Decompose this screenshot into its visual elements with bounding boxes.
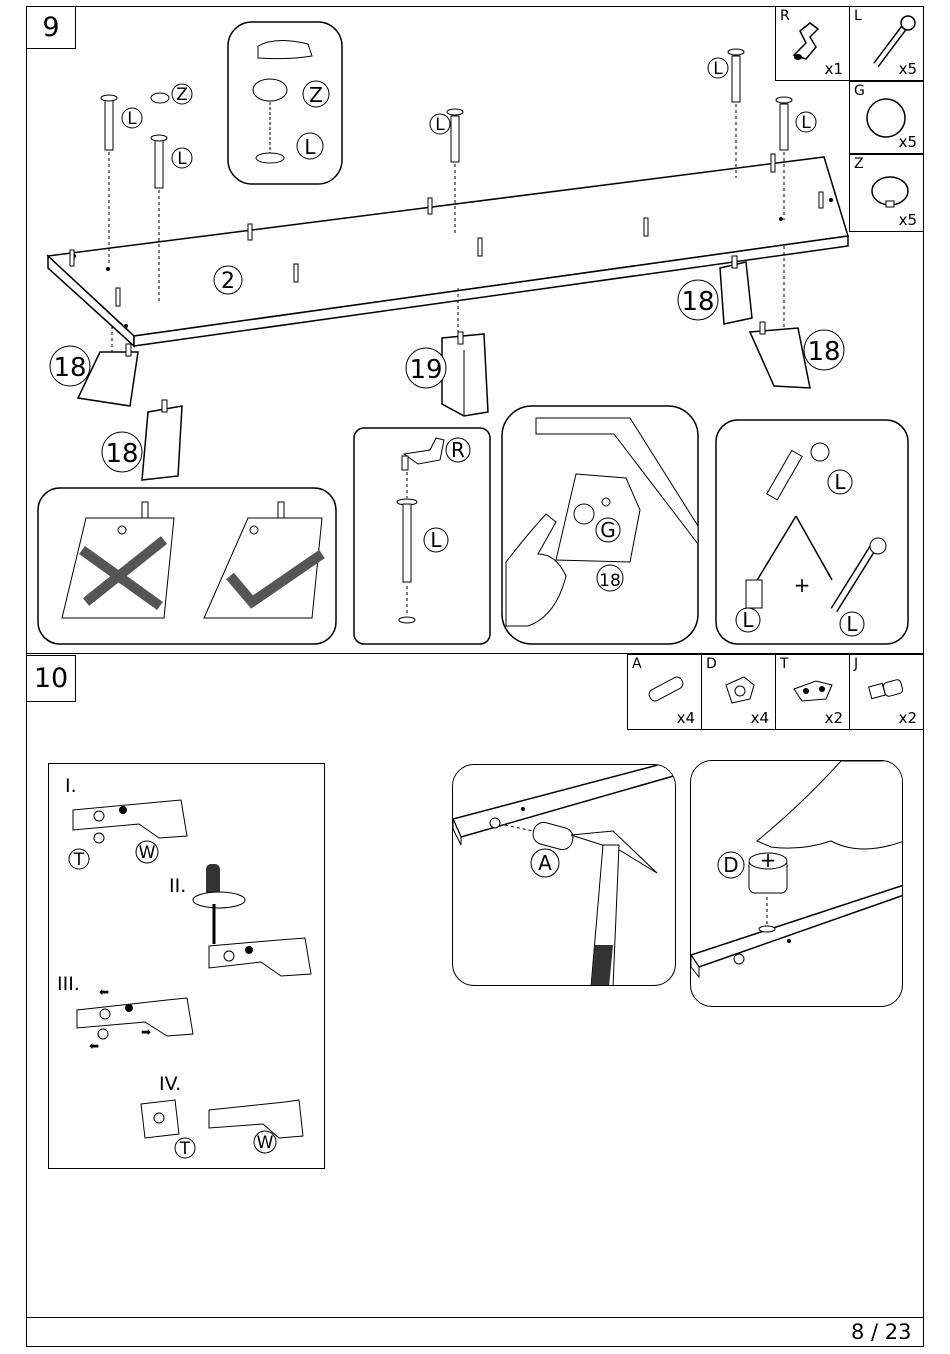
svg-text:L: L — [742, 608, 754, 632]
svg-text:L: L — [430, 528, 442, 552]
label-leg-18-a: 18 — [53, 353, 86, 383]
label-l-1: L — [127, 109, 137, 129]
step-9-illustration: L Z L L L L 2 18 18 19 18 18 Z L — [26, 6, 924, 646]
svg-text:L: L — [834, 470, 846, 494]
dowel-icon — [531, 820, 575, 852]
part-box-a: A x4 — [627, 654, 702, 730]
leg-19-middle — [442, 288, 488, 416]
label-l-3: L — [435, 115, 445, 135]
svg-text:⬅: ⬅ — [99, 985, 109, 999]
svg-text:18: 18 — [599, 571, 621, 591]
detail-cap-bubble: Z L — [228, 22, 342, 184]
label-l-5: L — [801, 113, 811, 133]
svg-text:T: T — [73, 850, 85, 870]
svg-text:G: G — [600, 518, 616, 542]
cam-lock-panel: + D — [690, 760, 903, 1007]
step-10-number: 10 — [26, 655, 76, 702]
svg-text:W: W — [139, 843, 156, 863]
svg-text:D: D — [723, 853, 738, 877]
cover-cap-panel: G 18 — [502, 406, 698, 644]
label-z-1: Z — [176, 85, 188, 105]
hinge-step-2: II. — [169, 875, 186, 897]
part-box-j: J x2 — [849, 654, 924, 730]
svg-text:A: A — [538, 851, 552, 875]
part-box-t: T x2 — [775, 654, 850, 730]
bolt-split-panel: + L L L — [716, 420, 908, 644]
page-number: 8 / 23 — [851, 1320, 912, 1344]
svg-text:Z: Z — [309, 83, 323, 107]
svg-text:+: + — [760, 848, 777, 872]
label-leg-19: 19 — [409, 355, 442, 385]
cam-lock-illustration: + D — [691, 761, 903, 1007]
label-leg-18-d: 18 — [807, 337, 840, 367]
hinge-steps-illustration: I. T W II. III. ⬅ ➡ ⬅ IV. T W — [49, 764, 326, 1170]
leg-18-left-back — [142, 400, 182, 480]
leg-18-right-back — [720, 256, 752, 324]
bolt-l-1 — [101, 95, 117, 266]
svg-text:T: T — [179, 1139, 191, 1159]
bolt-l-4 — [728, 49, 744, 178]
svg-text:L: L — [304, 135, 316, 159]
plus-sign: + — [794, 573, 811, 597]
wrong-right-panel — [38, 488, 336, 644]
allen-key-panel: R L — [354, 428, 490, 644]
cap-z-small — [151, 93, 169, 103]
label-l-4: L — [713, 59, 723, 79]
label-leg-18-b: 18 — [105, 439, 138, 469]
svg-text:R: R — [451, 438, 465, 462]
label-l-2: L — [177, 149, 187, 169]
hand-icon — [757, 761, 903, 849]
part-box-d: D x4 — [701, 654, 776, 730]
hinge-steps-panel: I. T W II. III. ⬅ ➡ ⬅ IV. T W — [48, 763, 325, 1169]
label-board-2: 2 — [221, 269, 235, 294]
hinge-step-4: IV. — [159, 1073, 181, 1095]
dowel-hammer-illustration: A — [453, 765, 676, 986]
svg-text:➡: ➡ — [141, 1025, 151, 1039]
leg-18-right-front — [750, 246, 810, 388]
footer-divider — [26, 1317, 924, 1318]
hinge-step-1: I. — [65, 775, 77, 797]
dowel-hammer-panel: A — [452, 764, 676, 986]
svg-text:W: W — [257, 1133, 274, 1153]
hinge-step-3: III. — [57, 973, 80, 995]
svg-text:L: L — [846, 612, 858, 636]
label-leg-18-c: 18 — [681, 287, 714, 317]
svg-text:⬅: ⬅ — [89, 1039, 99, 1053]
